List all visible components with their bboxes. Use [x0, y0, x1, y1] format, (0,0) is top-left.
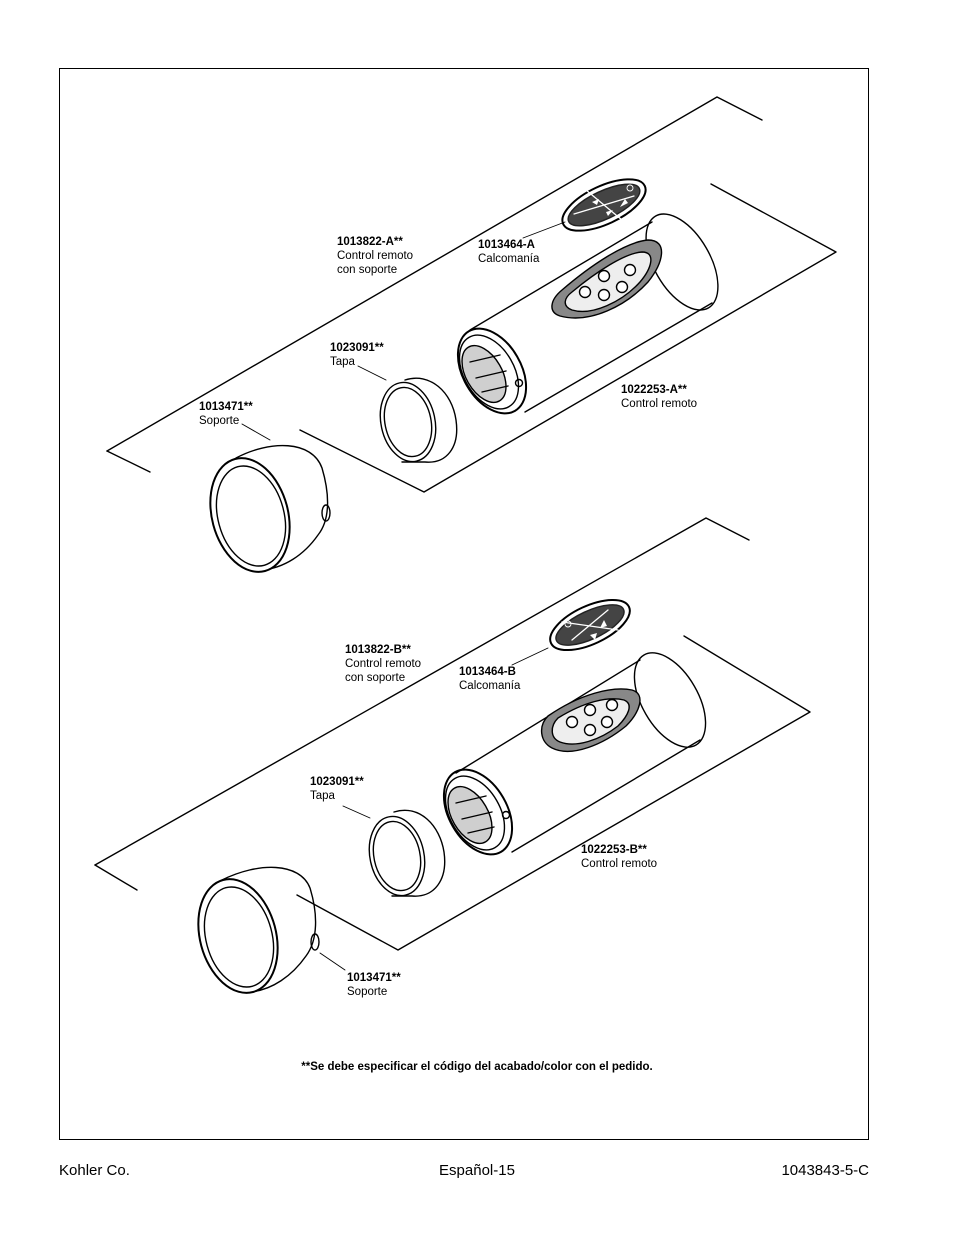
callout-remote-with-bracket-a: 1013822-A** Control remoto con soporte	[337, 235, 413, 277]
part-description: Calcomanía	[459, 680, 521, 692]
diagram-b-parts	[94, 517, 811, 994]
page-frame	[59, 68, 869, 1140]
part-number: 1023091**	[310, 776, 364, 788]
remote-body-a	[456, 213, 719, 415]
part-description: Control remoto	[345, 658, 422, 670]
footer-company: Kohler Co.	[59, 1162, 130, 1179]
leader-lines-b	[319, 647, 549, 971]
part-number: 1023091**	[330, 342, 384, 354]
cap-b	[368, 809, 446, 897]
part-number: 1022253-B**	[581, 844, 647, 856]
callout-bracket-b: 1013471** Soporte	[347, 971, 401, 999]
decal-b	[549, 598, 631, 652]
callout-cap-b: 1023091** Tapa	[310, 775, 364, 803]
remote-body-b	[442, 652, 707, 856]
bracket-a	[209, 444, 331, 573]
part-number: 1013822-A**	[337, 236, 403, 248]
part-number: 1013471**	[347, 972, 401, 984]
part-number: 1013464-B	[459, 666, 516, 678]
part-number: 1013822-B**	[345, 644, 411, 656]
grouping-plane-b	[94, 517, 811, 951]
diagram-a-parts	[106, 96, 837, 573]
callout-remote-with-bracket-b: 1013822-B** Control remoto con soporte	[345, 643, 421, 685]
part-number: 1022253-A**	[621, 384, 687, 396]
part-description: Tapa	[310, 790, 335, 802]
part-number: 1013464-A	[478, 239, 535, 251]
callout-decal-a: 1013464-A Calcomanía	[478, 238, 539, 266]
leader-lines-a	[241, 221, 566, 441]
part-description: con soporte	[345, 672, 406, 684]
part-description: Tapa	[330, 356, 355, 368]
part-description: Control remoto	[581, 858, 658, 870]
finish-color-note: **Se debe especificar el código del acab…	[301, 1061, 653, 1073]
part-description: Soporte	[199, 415, 240, 427]
part-description: con soporte	[337, 264, 398, 276]
part-description: Control remoto	[621, 398, 698, 410]
cap-a	[379, 377, 458, 463]
footer-page-number: Español-15	[439, 1162, 515, 1179]
callout-remote-b: 1022253-B** Control remoto	[581, 843, 657, 871]
part-description: Soporte	[347, 986, 388, 998]
part-description: Control remoto	[337, 250, 414, 262]
bracket-b	[197, 866, 320, 994]
part-number: 1013471**	[199, 401, 253, 413]
callout-decal-b: 1013464-B Calcomanía	[459, 665, 520, 693]
part-description: Calcomanía	[478, 253, 540, 265]
callout-bracket-a: 1013471** Soporte	[199, 400, 253, 428]
decal-a	[561, 178, 647, 232]
callout-remote-a: 1022253-A** Control remoto	[621, 383, 697, 411]
footer-document-number: 1043843-5-C	[781, 1162, 869, 1179]
callout-cap-a: 1023091** Tapa	[330, 341, 384, 369]
grouping-plane-a	[106, 96, 837, 493]
